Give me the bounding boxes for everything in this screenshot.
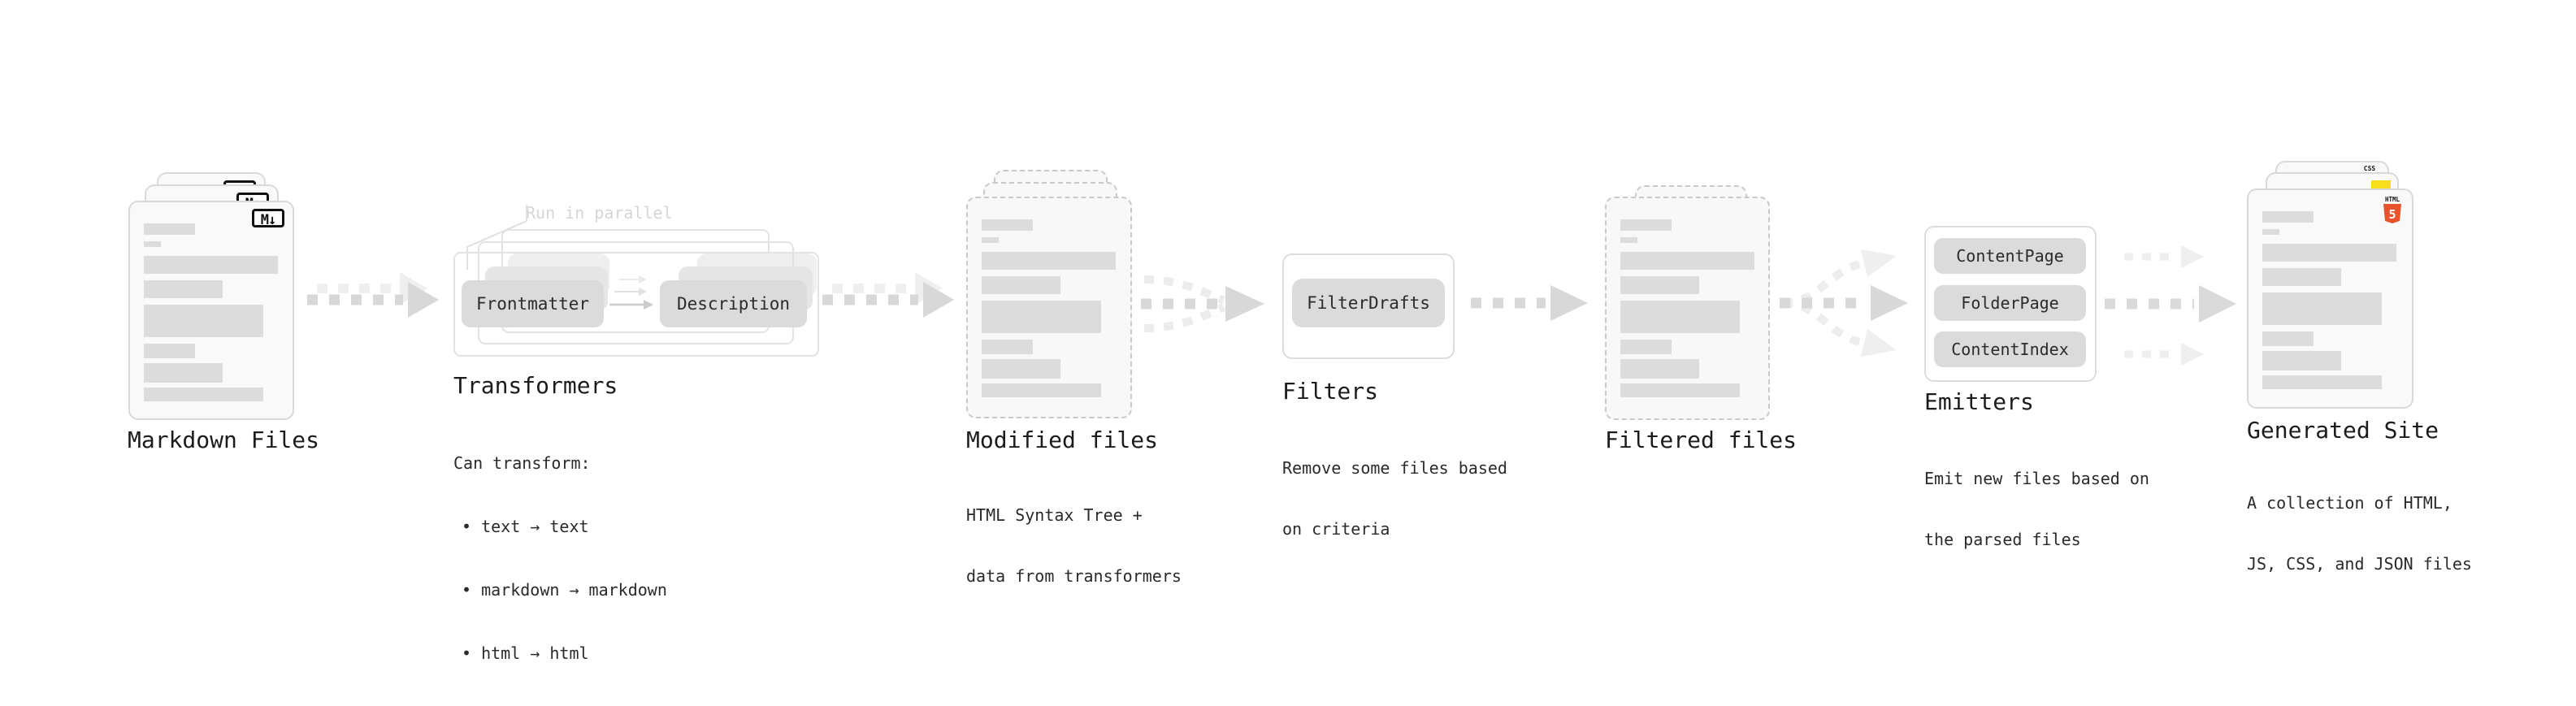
placeholder-bar: [144, 388, 263, 401]
pipeline-diagram: M↓ M↓ M↓ Markdown Files Run in parallel: [128, 161, 2472, 663]
placeholder-bar: [2262, 331, 2314, 346]
svg-text:HTML: HTML: [2385, 196, 2400, 203]
filterdrafts-pill: FilterDrafts: [1292, 279, 1445, 327]
desc-line: Emit new files based on: [1924, 469, 2149, 488]
stage-label-emitters: Emitters: [1924, 388, 2034, 415]
placeholder-bar: [1620, 252, 1754, 270]
note-callout-line: [466, 205, 527, 270]
doc-content-placeholder: [2249, 190, 2412, 389]
doc-content-placeholder: [1607, 198, 1768, 397]
placeholder-bar: [1620, 237, 1637, 243]
run-in-parallel-note: Run in parallel: [526, 203, 673, 223]
flow-arrow-icon: [307, 272, 439, 318]
stage-label-filtered-files: Filtered files: [1605, 427, 1798, 453]
flow-arrow-icon: [1471, 285, 1588, 321]
converging-flow-arrow-icon: [1141, 275, 1264, 332]
emitters-description: Emit new files based on the parsed files: [1924, 428, 2149, 591]
placeholder-bar: [982, 252, 1116, 270]
modified-file-card-front: [966, 197, 1132, 418]
markdown-icon: M↓: [252, 209, 284, 228]
desc-line: Remove some files based: [1282, 458, 1507, 478]
emitter-pill-contentindex: ContentIndex: [1934, 331, 2086, 367]
placeholder-bar: [2262, 268, 2341, 286]
transform-arrows-icon: [609, 275, 653, 310]
stage-label-transformers: Transformers: [453, 372, 618, 399]
placeholder-bar: [1620, 340, 1672, 354]
placeholder-bar: [1620, 301, 1740, 333]
desc-line: HTML Syntax Tree +: [966, 505, 1143, 525]
placeholder-bar: [144, 223, 195, 235]
flow-arrow-icon: [2105, 285, 2236, 323]
placeholder-bar: [144, 241, 161, 247]
filtered-file-card-front: [1605, 197, 1770, 420]
placeholder-bar: [2262, 244, 2396, 262]
doc-content-placeholder: [968, 198, 1130, 397]
bullet-line: • text → text: [462, 517, 589, 536]
flow-arrow-light-icon: [2124, 245, 2204, 268]
html5-icon: HTML 5: [2383, 196, 2401, 223]
placeholder-bar: [144, 305, 263, 337]
placeholder-bar: [1620, 276, 1699, 294]
placeholder-bar: [982, 219, 1033, 231]
transformers-description: Can transform: • text → text • markdown …: [453, 410, 667, 706]
placeholder-bar: [1620, 219, 1672, 231]
placeholder-bar: [2262, 211, 2314, 223]
desc-line: JS, CSS, and JSON files: [2247, 554, 2472, 574]
stage-label-markdown-files: Markdown Files: [128, 427, 320, 453]
filters-description: Remove some files based on criteria: [1282, 418, 1507, 580]
placeholder-bar: [144, 256, 278, 274]
placeholder-bar: [2262, 351, 2341, 370]
stage-label-modified-files: Modified files: [966, 427, 1159, 453]
desc-line: A collection of HTML,: [2247, 493, 2452, 513]
placeholder-bar: [144, 363, 223, 383]
emitter-pill-folderpage: FolderPage: [1934, 285, 2086, 321]
desc-line: Can transform:: [453, 453, 591, 473]
frontmatter-pill: Frontmatter: [462, 280, 604, 327]
placeholder-bar: [2262, 229, 2279, 235]
doc-content-placeholder: [130, 202, 293, 401]
placeholder-bar: [144, 280, 223, 298]
css-label: CSS: [2363, 165, 2376, 172]
placeholder-bar: [982, 383, 1101, 397]
bullet-line: • markdown → markdown: [462, 580, 667, 600]
emitters-box: [1924, 226, 2097, 382]
stage-label-filters: Filters: [1282, 378, 1379, 405]
stage-label-generated-site: Generated Site: [2247, 417, 2439, 444]
desc-line: the parsed files: [1924, 530, 2081, 549]
transformer-box-front: [453, 252, 819, 357]
filters-box: [1282, 253, 1455, 359]
modified-description: HTML Syntax Tree + data from transformer…: [966, 465, 1182, 627]
placeholder-bar: [1620, 359, 1699, 379]
js-icon: [2371, 180, 2391, 191]
placeholder-bar: [982, 237, 999, 243]
desc-line: data from transformers: [966, 566, 1182, 586]
placeholder-bar: [982, 340, 1033, 354]
description-pill: Description: [660, 280, 807, 327]
placeholder-bar: [2262, 375, 2382, 389]
desc-line: on criteria: [1282, 519, 1390, 539]
diverging-flow-arrow-icon: [1780, 249, 1908, 357]
placeholder-bar: [982, 276, 1060, 294]
generated-description: A collection of HTML, JS, CSS, and JSON …: [2247, 453, 2472, 615]
flow-arrow-icon: [822, 272, 954, 318]
placeholder-bar: [982, 359, 1060, 379]
markdown-file-card-front: M↓: [128, 201, 294, 420]
emitter-pill-contentpage: ContentPage: [1934, 238, 2086, 274]
placeholder-bar: [1620, 383, 1740, 397]
bullet-line: • html → html: [462, 643, 589, 663]
svg-text:5: 5: [2388, 207, 2396, 222]
generated-file-card-html: HTML 5: [2247, 188, 2413, 409]
flow-arrow-light-icon: [2124, 343, 2204, 366]
placeholder-bar: [2262, 292, 2382, 325]
placeholder-bar: [144, 344, 195, 358]
placeholder-bar: [982, 301, 1101, 333]
